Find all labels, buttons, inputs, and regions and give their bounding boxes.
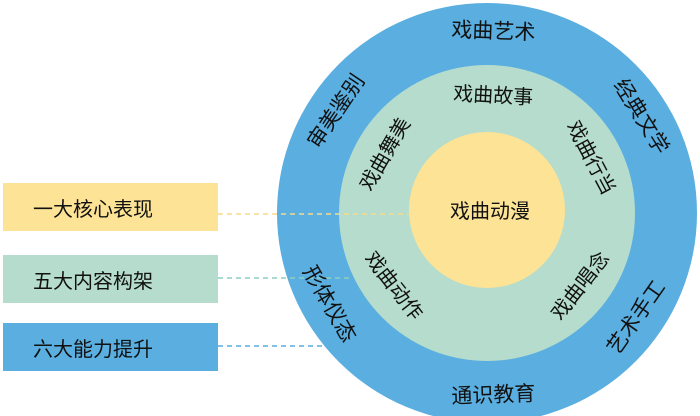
legend-outer-box: 六大能力提升 [3, 323, 218, 371]
legend-core-box: 一大核心表现 [3, 183, 218, 231]
legend-middle-label: 五大内容构架 [33, 268, 153, 293]
core-circle [409, 132, 565, 288]
legend-outer-label: 六大能力提升 [33, 336, 153, 361]
legend-core-label: 一大核心表现 [33, 196, 153, 221]
core-label: 戏曲动漫 [450, 199, 530, 223]
middle-ring-label-0: 戏曲故事 [453, 81, 534, 109]
legend-middle-box: 五大内容构架 [3, 255, 218, 303]
outer-ring-label-0: 戏曲艺术 [451, 18, 536, 45]
outer-ring-label-3: 通识教育 [451, 381, 536, 408]
